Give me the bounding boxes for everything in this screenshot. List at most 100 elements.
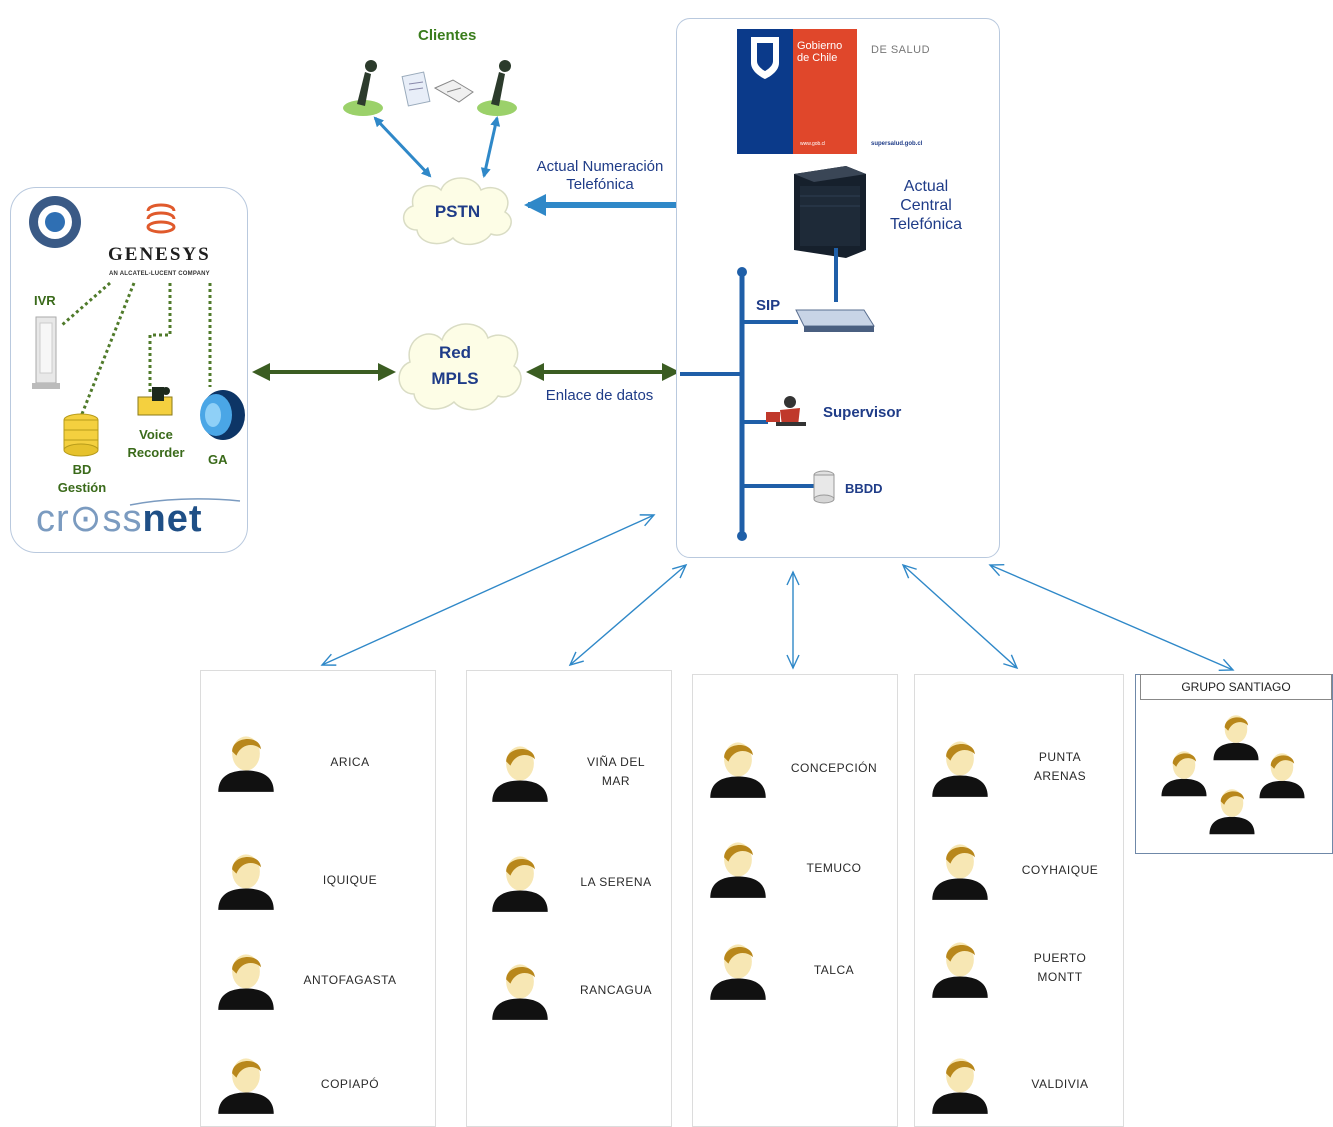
genesys-connectors: [61, 281, 212, 420]
central-region4-link: [901, 563, 1019, 670]
gov-shield-icon: [751, 37, 779, 79]
bbdd-label: BBDD: [845, 481, 883, 496]
crossnet-part-a: cr: [36, 498, 70, 540]
person-icon: [214, 848, 278, 917]
central-region1-link: [320, 514, 656, 666]
handshake-icon: [433, 79, 474, 103]
person-icon: [488, 740, 552, 809]
clients-label: Clientes: [418, 27, 477, 44]
person-icon: [214, 730, 278, 799]
pbx-label: Actual Central Telefónica: [884, 177, 968, 234]
genesys-subtitle: AN ALCATEL-LUCENT COMPANY: [109, 271, 210, 277]
city-label-line: TEMUCO: [806, 860, 862, 875]
paper-icon: [401, 71, 431, 107]
phone-user-icon: [343, 60, 383, 116]
region-panel-3: [692, 674, 898, 1127]
pstn-cloud: [403, 177, 512, 246]
city-label-line: IQUIQUE: [322, 872, 378, 887]
pbx-label-line3: Telefónica: [889, 216, 963, 233]
city-label: RANCAGUA: [566, 981, 666, 1000]
supervisor-label: Supervisor: [823, 404, 902, 421]
person-icon: [488, 958, 552, 1027]
person-icon: [928, 735, 992, 804]
person-icon: [1158, 746, 1210, 803]
salud-url: supersalud.gob.cl: [871, 141, 923, 147]
person-icon: [1210, 710, 1262, 767]
city-label-line: PUERTO: [1033, 951, 1087, 965]
city-label-line: PUNTA: [1038, 750, 1082, 764]
enlace-label: Enlace de datos: [545, 387, 654, 404]
crossnet-logo: cr⊙ssnet: [36, 496, 203, 541]
ga-label: GA: [208, 452, 228, 467]
gov-line2: de Chile: [797, 52, 838, 64]
gov-logo-blue: [737, 29, 793, 154]
city-label: ARICA: [300, 753, 400, 772]
person-icon: [1206, 784, 1258, 841]
person-icon: [1256, 748, 1308, 805]
city-label-line: ARENAS: [1033, 769, 1087, 783]
client-pstn-link-left: [373, 116, 432, 178]
city-label: LA SERENA: [566, 873, 666, 892]
person-icon: [706, 938, 770, 1007]
pbx-label-line2: Central: [900, 197, 952, 214]
supervisor-icon: [766, 396, 806, 426]
city-label: COPIAPÓ: [300, 1075, 400, 1094]
numeracion-label-line2: Telefónica: [566, 176, 634, 193]
city-label-line: LA SERENA: [580, 874, 652, 889]
voice-label-line1: Voice: [139, 427, 173, 442]
city-label-line: COPIAPÓ: [320, 1076, 380, 1091]
genesys-logo-icon: [146, 203, 176, 234]
person-icon: [706, 736, 770, 805]
gov-url: www.gob.cl: [800, 141, 826, 147]
central-region2-link: [568, 563, 688, 667]
city-label-line: RANCAGUA: [579, 982, 652, 997]
salud-label: DE SALUD: [871, 44, 931, 56]
person-icon: [928, 838, 992, 907]
person-icon: [214, 948, 278, 1017]
person-icon: [928, 1052, 992, 1121]
city-label-line: MONTT: [1037, 970, 1083, 984]
person-icon: [488, 850, 552, 919]
person-icon: [706, 836, 770, 905]
crossnet-swoosh: [129, 498, 241, 506]
mpls-label: Red MPLS: [390, 340, 520, 392]
bd-label: BD Gestión: [54, 461, 110, 497]
city-label-line: VIÑA DEL: [586, 755, 646, 769]
ivr-label: IVR: [34, 293, 56, 308]
switch-icon: [795, 309, 875, 332]
genesys-drawing: [29, 196, 245, 506]
central-santiago-link: [988, 563, 1235, 672]
pbx-icon: [794, 166, 866, 258]
gov-name: Gobierno de Chile: [797, 40, 842, 64]
voice-label-line2: Recorder: [127, 445, 185, 460]
mpls-label-line1: Red: [438, 343, 472, 362]
numeracion-label-line1: Actual Numeración: [536, 158, 664, 175]
city-label: PUERTO MONTT: [1010, 949, 1110, 987]
bd-label-line2: Gestión: [57, 480, 107, 495]
voice-recorder-icon: [137, 387, 173, 416]
city-label: TEMUCO: [784, 859, 884, 878]
client-pstn-link-right: [480, 116, 501, 178]
city-label: PUNTA ARENAS: [1010, 748, 1110, 786]
city-label: ANTOFAGASTA: [300, 971, 400, 990]
santiago-title: GRUPO SANTIAGO: [1140, 674, 1332, 700]
city-label: IQUIQUE: [300, 871, 400, 890]
city-label: VALDIVIA: [1010, 1075, 1110, 1094]
bd-label-line1: BD: [72, 462, 92, 477]
city-label-line: CONCEPCIÓN: [790, 760, 878, 775]
crossnet-o-icon: ⊙: [69, 498, 103, 540]
person-icon: [928, 936, 992, 1005]
gov-logo-red: [793, 29, 857, 154]
gov-line1: Gobierno: [797, 40, 843, 52]
mpls-label-line2: MPLS: [431, 369, 479, 388]
genesys-title: GENESYS: [108, 244, 211, 265]
city-label-line: TALCA: [813, 962, 855, 977]
numeracion-label: Actual Numeración Telefónica: [520, 158, 680, 194]
central-drawing: [680, 166, 875, 541]
city-label-line: VALDIVIA: [1031, 1076, 1089, 1091]
database-icon: [63, 413, 99, 457]
city-label-line: ANTOFAGASTA: [303, 972, 397, 987]
crossnet-part-b: ss: [102, 498, 143, 540]
